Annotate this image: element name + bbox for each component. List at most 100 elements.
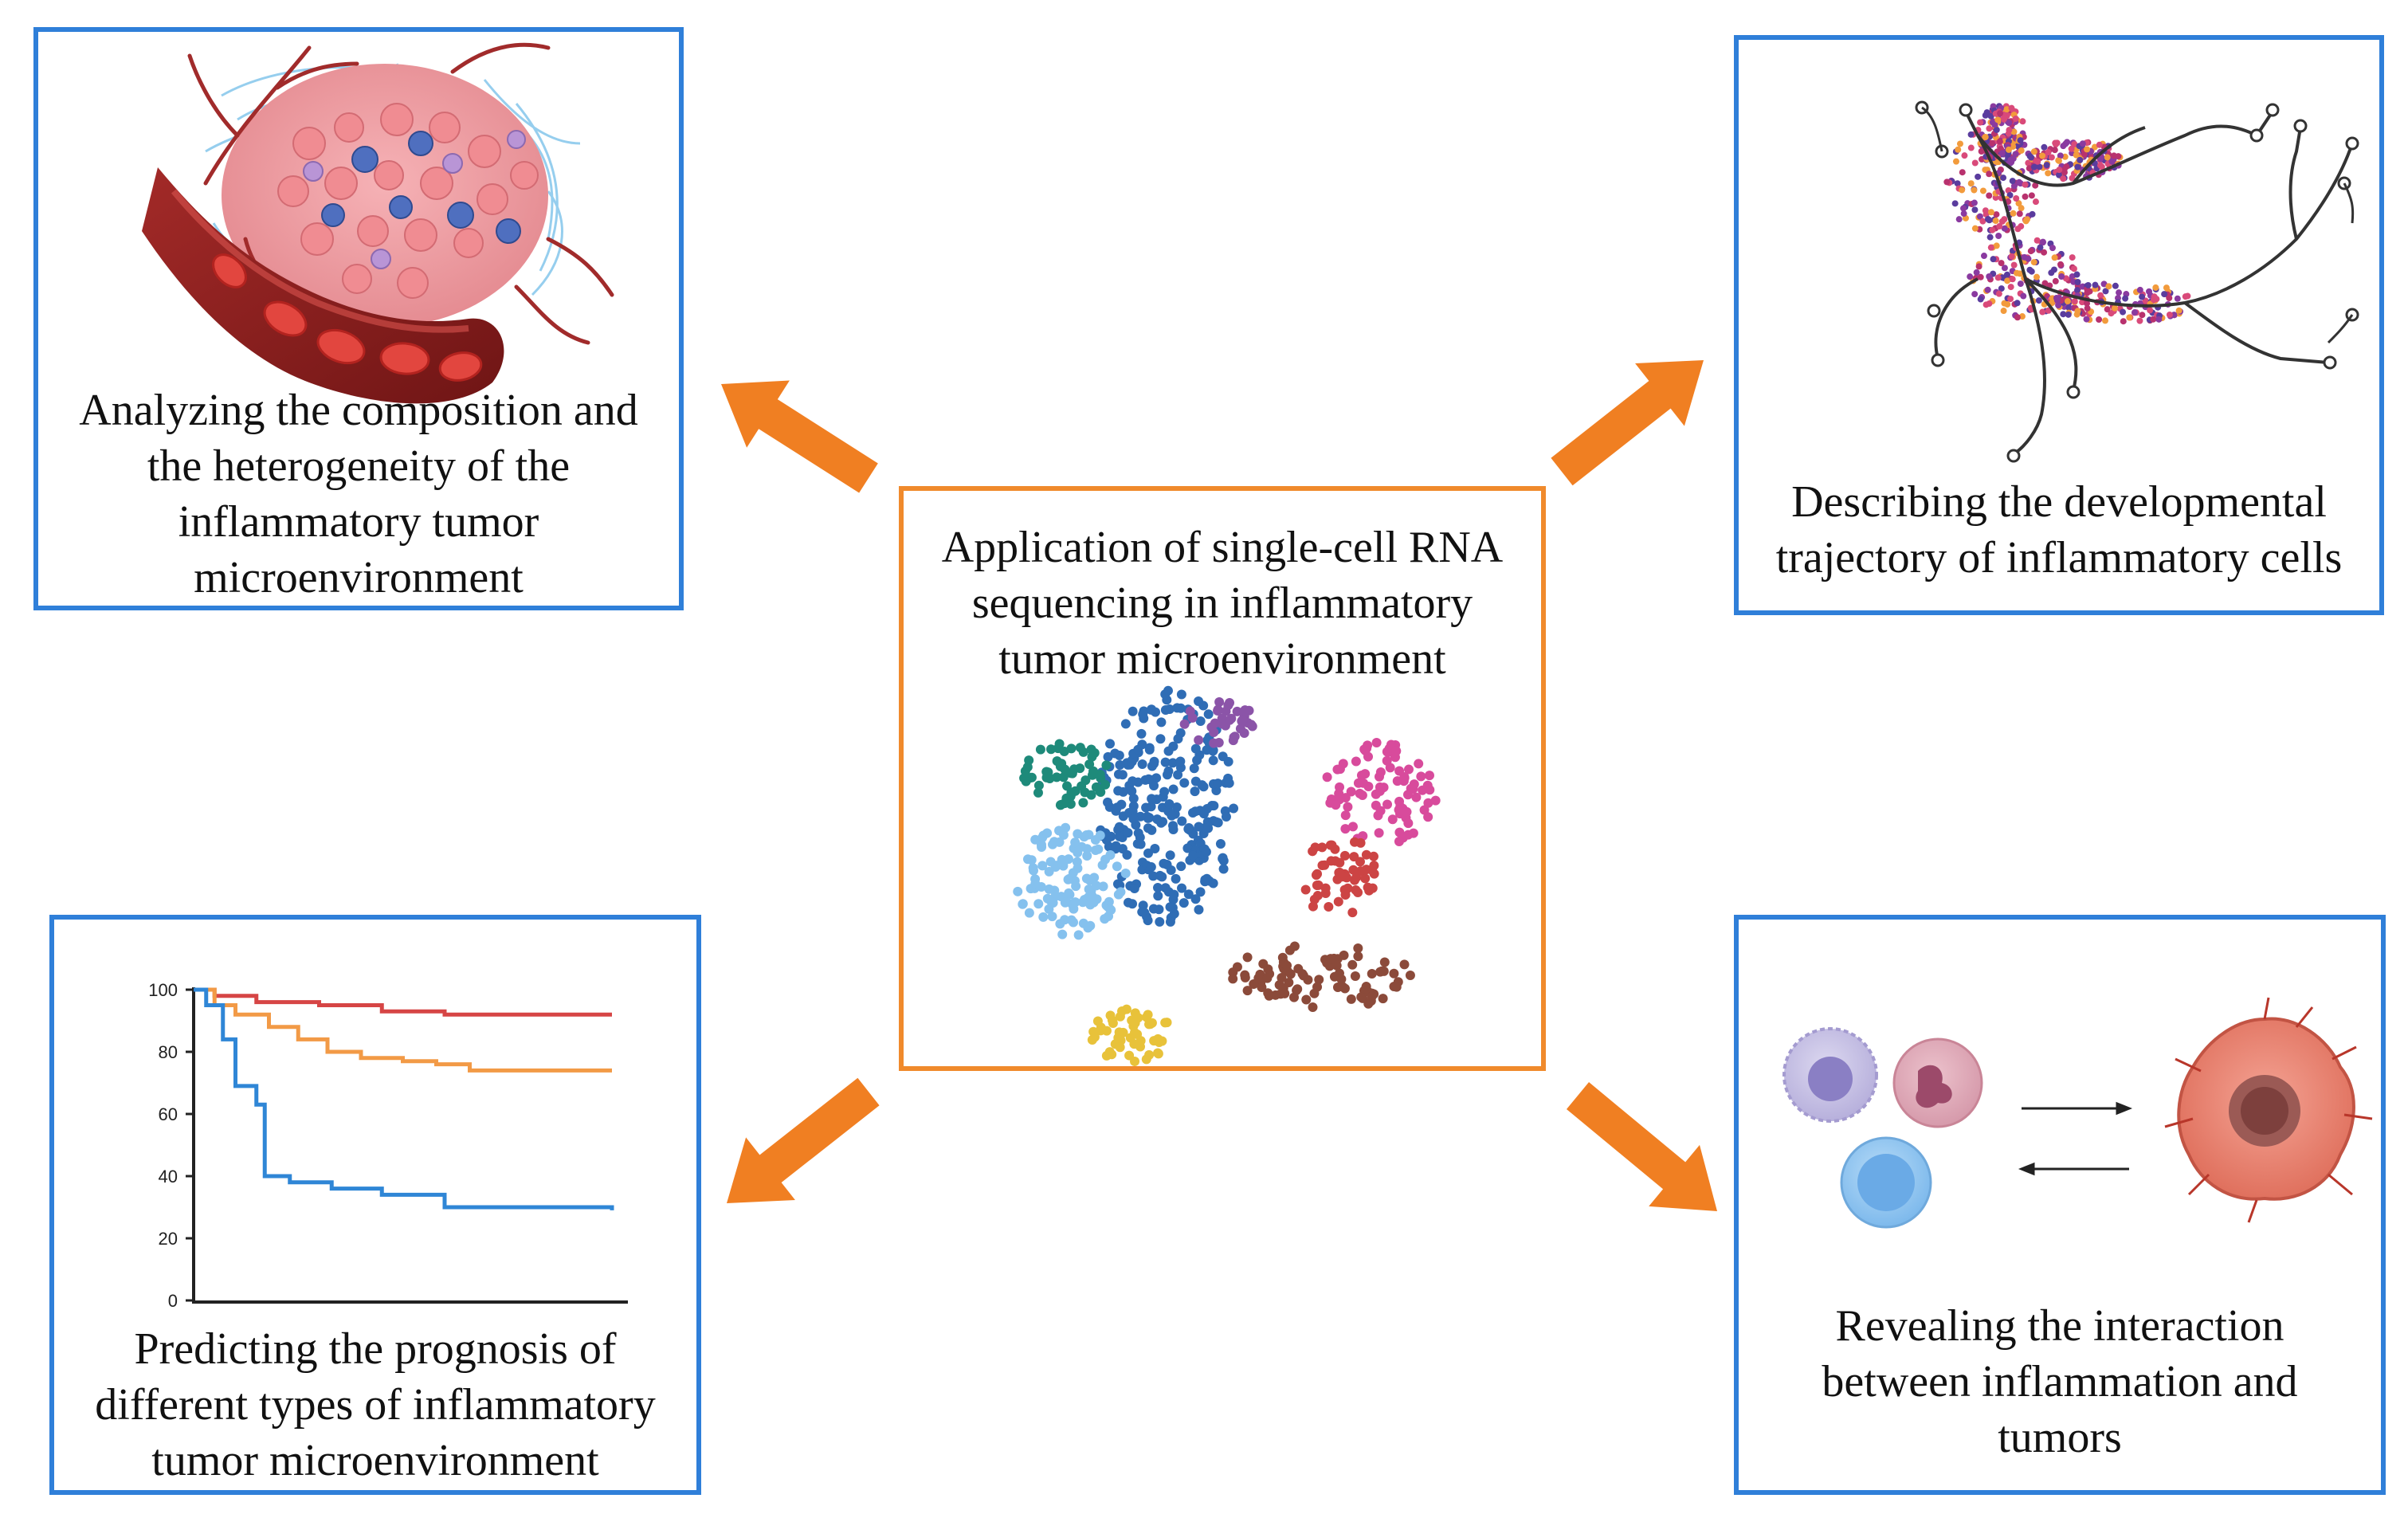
trajectory-cell-dot [2182,293,2189,300]
cell-clusters [1013,685,1441,1066]
cell-dot [1367,969,1377,979]
cell-dot [1112,861,1122,872]
cell-dot [1087,1035,1097,1045]
cell-dot [1046,744,1057,755]
cell-dot [1277,972,1287,983]
cell-dot [1095,830,1105,841]
trajectory-cell-dot [2028,192,2035,199]
trajectory-cell-dot [1971,199,1978,206]
trajectory-cell-dot [1980,253,1987,260]
cell-dot [1399,772,1410,782]
cell-dot [1369,869,1379,879]
trajectory-cell-dot [2006,127,2013,134]
cell-dot [1289,941,1300,951]
cell-dot [1044,904,1054,914]
orange-arrow [1566,1082,1717,1211]
cell-dot [1262,973,1273,983]
cell-dot [1353,951,1363,962]
caption-line: different types of inflammatory [95,1380,656,1430]
cell-dot [1190,786,1200,797]
trajectory-cell-dot [2010,182,2018,190]
cell-dot [1104,1047,1115,1057]
cell-dot [1320,860,1330,870]
trajectory-cell-dot [2036,163,2043,171]
trajectory-cell-dot [1956,140,1963,147]
trajectory-cell-dot [2041,249,2048,256]
cell-dot [1355,837,1366,848]
y-tick-label: 80 [159,1042,178,1062]
trajectory-cell-dot [1977,296,1984,303]
cell-dot [1339,950,1349,960]
trajectory-cell-dot [2132,309,2139,316]
cell-dot [1097,860,1108,870]
cell-dot [1331,960,1342,971]
trajectory-cell-dot [2120,308,2127,316]
cell-dot [1013,886,1023,896]
cell-dot [1208,755,1218,766]
trajectory-cell-dot [1959,169,1966,176]
cell-dot [1195,887,1206,897]
cell-dot [1129,883,1139,893]
trajectory-cell-dot [2004,300,2011,308]
trajectory-cell-dot [2052,277,2059,284]
trajectory-cell-dot [2126,314,2133,321]
cell-dot [1153,891,1163,901]
trajectory-cell-dot [2006,120,2013,127]
trajectory-cell-dot [2074,278,2081,285]
cell-dot [1068,868,1078,878]
cell-dot [1339,884,1350,895]
cell-dot [1313,880,1324,890]
cell-dot [1348,865,1359,875]
cell-dot [1209,728,1219,738]
cell-dot [1047,839,1057,849]
cell-dot [1246,720,1257,730]
cell-dot [1089,873,1100,883]
cell-dot [1128,706,1138,716]
cell-dot [1163,766,1174,776]
cell-dot [1359,744,1370,755]
trajectory-cell-dot [1967,273,1974,280]
trajectory-cell-dot [2104,154,2111,161]
cell-dot [1351,756,1361,767]
cell-dot [1258,959,1269,969]
cell-dot [1386,739,1396,750]
trajectory-cell-dot [2152,284,2159,291]
cell-dot [1322,772,1332,782]
cell-dot [1343,802,1353,812]
cell-dot [1080,787,1090,798]
cell-dot [1177,816,1187,826]
orange-arrow [727,1077,880,1203]
cell-dot [1021,776,1031,786]
cell-dot [1402,790,1413,800]
trajectory-cell-dot [2055,157,2062,164]
cell-dot [1324,902,1334,912]
cell-dot [1368,851,1379,861]
cell-dot [1127,786,1137,796]
trajectory-cell-dot [2110,152,2117,159]
cell-dot [1331,800,1341,810]
cell-dot [1069,904,1079,914]
cell-dot [1024,908,1034,918]
cell-dot [1300,884,1311,895]
cell-dot [1419,805,1430,815]
cell-dot [1356,992,1367,1002]
trajectory-cell-dot [1986,171,1993,178]
trajectory-cell-dot [1975,173,1982,180]
cell-dot [1133,828,1143,838]
cell-dot [1394,827,1405,837]
trajectory-cell-dot [1943,178,1951,186]
trajectory-cell-dot [1977,273,1984,280]
lymphocyte-cell [1782,1027,1878,1123]
cell-dot [1336,974,1347,984]
cell-dot [1160,883,1171,893]
cell-dot [1349,852,1359,862]
trajectory-cell-dot [1979,187,1986,194]
trajectory-cell-dot [1955,146,1962,153]
cell-dot [1123,897,1133,908]
cell-dot [1137,759,1147,769]
cell-dot [1128,793,1139,803]
cell-dot [1036,882,1046,892]
trajectory-cell-dot [1995,233,2002,240]
caption-line: Describing the developmental [1791,477,2327,527]
cell-dot [1232,706,1242,716]
